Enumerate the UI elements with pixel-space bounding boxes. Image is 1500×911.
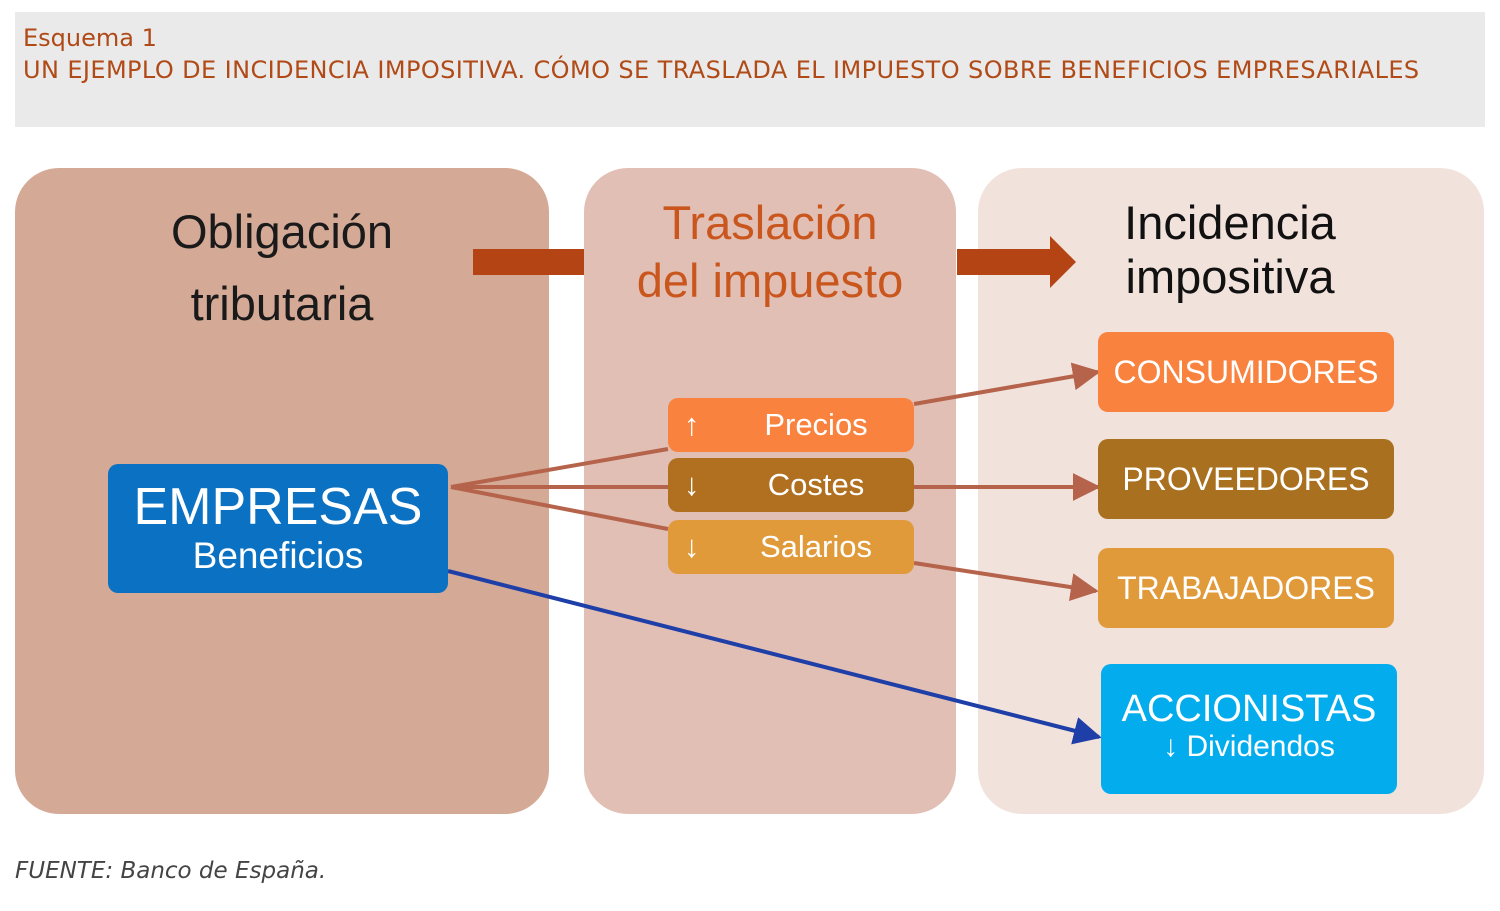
down-arrow-icon: ↓ [684, 467, 700, 502]
title-incidencia-line2: impositiva [1125, 250, 1335, 303]
source-note: FUENTE: Banco de España. [15, 858, 327, 884]
figure-label: Esquema 1 [23, 24, 157, 52]
connector-empresas-precios [450, 447, 669, 489]
accionistas-title: ACCIONISTAS [1121, 688, 1377, 730]
connector-precios-consumidores [913, 362, 1101, 406]
accionistas-subtitle: ↓ Dividendos [1163, 730, 1335, 763]
empresas-title: EMPRESAS [133, 478, 423, 536]
down-arrow-icon: ↓ [684, 529, 700, 564]
costes-label: Costes [767, 467, 865, 502]
box-empresas: EMPRESAS Beneficios [108, 464, 448, 593]
flow-arrow-1 [473, 249, 584, 275]
title-incidencia-line1: Incidencia [1124, 196, 1336, 249]
title-traslacion-line1: Traslación [662, 196, 878, 249]
up-arrow-icon: ↑ [684, 407, 700, 442]
title-obligacion-line2: tributaria [190, 277, 374, 330]
figure-header: Esquema 1 UN EJEMPLO DE INCIDENCIA IMPOS… [15, 12, 1485, 127]
title-traslacion-line2: del impuesto [636, 254, 904, 307]
box-costes: ↓ Costes [668, 458, 914, 512]
box-precios: ↑ Precios [668, 398, 914, 452]
precios-label: Precios [764, 407, 868, 442]
flow-arrow-2 [957, 236, 1076, 288]
connector-salarios-trabajadores [913, 561, 1099, 602]
connector-empresas-salarios [450, 485, 669, 531]
figure-title: UN EJEMPLO DE INCIDENCIA IMPOSITIVA. CÓM… [23, 56, 1420, 84]
empresas-subtitle: Beneficios [192, 535, 364, 576]
box-salarios: ↓ Salarios [668, 520, 914, 574]
box-proveedores: PROVEEDORES [1098, 439, 1394, 519]
box-accionistas: ACCIONISTAS ↓ Dividendos [1101, 664, 1397, 794]
salarios-label: Salarios [760, 529, 872, 564]
title-incidencia: Incidencia impositiva [1010, 196, 1450, 304]
title-obligacion-line1: Obligación [170, 205, 394, 258]
title-obligacion: Obligación tributaria [15, 196, 549, 340]
box-trabajadores: TRABAJADORES [1098, 548, 1394, 628]
connector-empresas-accionistas [447, 569, 1102, 745]
box-consumidores: CONSUMIDORES [1098, 332, 1394, 412]
title-traslacion: Traslación del impuesto [584, 194, 956, 310]
